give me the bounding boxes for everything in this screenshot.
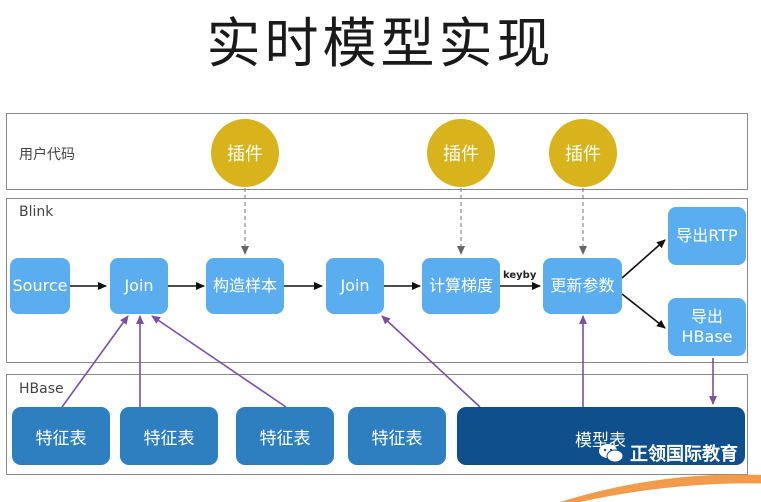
hbase-label: HBase [19,381,64,397]
export-hbase-node: 导出 HBase [668,298,746,356]
user-code-band: 用户代码 [6,113,748,190]
plugin-circle-3: 插件 [549,119,617,187]
watermark-text: 正领国际教育 [630,444,738,465]
join-node-2: Join [326,258,384,314]
wechat-icon [598,442,624,464]
join-node-1: Join [110,258,168,314]
page-title: 实时模型实现 [206,12,555,75]
feature-table-1: 特征表 [12,407,110,465]
model-to-join-arrow [381,315,481,408]
feature-table-2: 特征表 [120,407,218,465]
keyby-label: keyby [503,270,537,281]
plugin-circle-2: 插件 [427,119,495,187]
blink-label: Blink [19,204,54,220]
export-hbase-line2: HBase [681,327,733,346]
update-params-node: 更新参数 [543,258,622,314]
connector-layer [61,188,717,408]
feature-table-3: 特征表 [236,407,334,465]
watermark: 正领国际教育 [598,440,738,466]
source-node: Source [10,258,70,314]
build-sample-node: 构造样本 [206,258,284,314]
feature1-to-join-arrow [61,315,129,408]
update-to-rtp-arrow [621,239,666,279]
user-code-label: 用户代码 [19,147,75,163]
update-to-hbase-arrow [621,293,666,329]
plugin-circle-1: 插件 [211,119,279,187]
export-hbase-line1: 导出 [690,307,723,326]
feature-table-4: 特征表 [348,407,446,465]
watermark-swoosh [560,474,761,502]
export-rtp-node: 导出RTP [668,207,746,265]
compute-gradient-node: 计算梯度 [422,258,500,314]
feature3-to-join-arrow [151,315,287,408]
